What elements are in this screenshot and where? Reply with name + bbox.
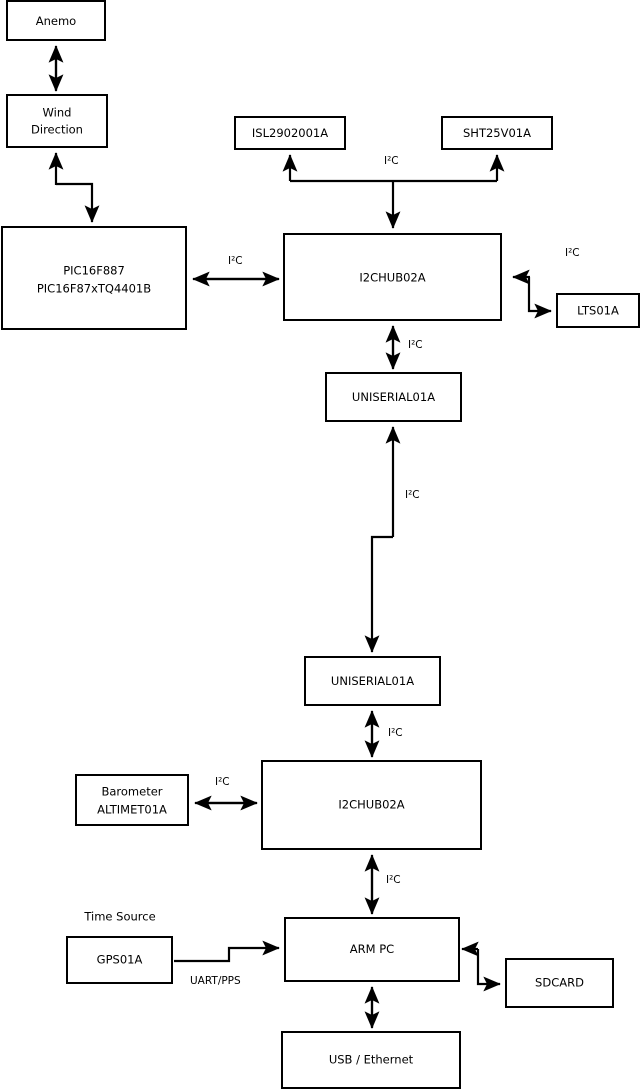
free-label-layer: Time Source bbox=[83, 910, 155, 924]
node-pic-label-line1: PIC16F887 bbox=[63, 264, 125, 278]
edge-arrow-right-lts bbox=[527, 277, 552, 319]
node-usb-ethernet-box[interactable] bbox=[281, 1031, 461, 1089]
node-anemo-box[interactable] bbox=[6, 0, 106, 41]
node-lts01a-label: LTS01A bbox=[577, 304, 619, 318]
edge-hubtop-lts bbox=[512, 269, 552, 319]
edge-label-layer: I²C I²C I²C I²C I²C I²C I²C I²C UART/PPS bbox=[190, 155, 580, 987]
node-isl2902001a[interactable]: ISL2902001A bbox=[234, 116, 346, 150]
node-sdcard-label: SDCARD bbox=[535, 976, 584, 990]
node-sht25v01a-box[interactable] bbox=[441, 116, 553, 150]
node-wind-direction-label-line2: Direction bbox=[31, 123, 83, 137]
edge-label-uniup-unidn: I²C bbox=[405, 489, 420, 501]
node-sht25v01a[interactable]: SHT25V01A bbox=[441, 116, 553, 150]
edge-label-hubtop-uniup: I²C bbox=[408, 339, 423, 351]
edge-label-hubbottom-armpc: I²C bbox=[386, 874, 401, 886]
edge-label-hubtop-lts: I²C bbox=[565, 247, 580, 259]
node-i2chub02a-bottom-box[interactable] bbox=[261, 760, 482, 850]
edge-label-unidn-hubbottom: I²C bbox=[388, 727, 403, 739]
label-time-source: Time Source bbox=[83, 910, 155, 924]
node-sdcard-box[interactable] bbox=[505, 958, 614, 1008]
node-uniserial01a-lower-box[interactable] bbox=[304, 656, 441, 706]
node-i2chub02a-bottom[interactable]: I2CHUB02A bbox=[261, 760, 482, 850]
node-wind-direction-label-line1: Wind bbox=[43, 106, 72, 120]
node-anemo[interactable]: Anemo bbox=[6, 0, 106, 41]
edge-armpc-sdcard bbox=[461, 941, 501, 992]
node-uniserial01a-lower[interactable]: UNISERIAL01A bbox=[304, 656, 441, 706]
edge-hubtop-sensors bbox=[282, 154, 505, 229]
node-sdcard[interactable]: SDCARD bbox=[505, 958, 614, 1008]
node-barometer-label-line2: ALTIMET01A bbox=[97, 803, 167, 817]
edge-arrow-right bbox=[174, 940, 280, 963]
node-wind-direction-box[interactable] bbox=[6, 94, 108, 148]
node-pic-box[interactable] bbox=[1, 226, 187, 330]
node-usb-ethernet-label: USB / Ethernet bbox=[329, 1053, 414, 1067]
node-anemo-label: Anemo bbox=[36, 14, 76, 28]
node-uniserial01a-upper-box[interactable] bbox=[325, 372, 462, 422]
edge-label-gps-armpc: UART/PPS bbox=[190, 975, 241, 987]
node-pic-label-line2: PIC16F87xTQ4401B bbox=[37, 282, 151, 296]
node-barometer-box[interactable] bbox=[75, 774, 189, 826]
node-uniserial01a-upper[interactable]: UNISERIAL01A bbox=[325, 372, 462, 422]
node-arm-pc-label: ARM PC bbox=[350, 942, 394, 956]
node-i2chub02a-top-label: I2CHUB02A bbox=[359, 271, 425, 285]
edge-label-pic-hubtop: I²C bbox=[228, 255, 243, 267]
node-arm-pc-box[interactable] bbox=[284, 917, 460, 982]
node-wind-direction[interactable]: Wind Direction bbox=[6, 94, 108, 148]
node-uniserial01a-upper-label: UNISERIAL01A bbox=[352, 390, 435, 404]
edge-arrow-down bbox=[364, 535, 393, 653]
node-gps01a-label: GPS01A bbox=[97, 953, 143, 967]
node-usb-ethernet[interactable]: USB / Ethernet bbox=[281, 1031, 461, 1089]
node-gps01a[interactable]: GPS01A bbox=[66, 936, 173, 984]
node-isl2902001a-box[interactable] bbox=[234, 116, 346, 150]
node-i2chub02a-top-box[interactable] bbox=[283, 233, 502, 321]
edge-arrow-right-sdcard bbox=[476, 949, 501, 992]
node-gps01a-box[interactable] bbox=[66, 936, 173, 984]
node-sht25v01a-label: SHT25V01A bbox=[463, 126, 531, 140]
edge-wind-pic bbox=[48, 152, 100, 223]
edge-uniup-unidn bbox=[364, 426, 401, 653]
node-i2chub02a-bottom-label: I2CHUB02A bbox=[338, 798, 404, 812]
edge-arrow-down bbox=[56, 182, 100, 223]
edge-gps-armpc bbox=[174, 940, 280, 963]
node-lts01a[interactable]: LTS01A bbox=[556, 293, 640, 328]
node-barometer[interactable]: Barometer ALTIMET01A bbox=[75, 774, 189, 826]
node-pic[interactable]: PIC16F887 PIC16F87xTQ4401B bbox=[1, 226, 187, 330]
node-arm-pc[interactable]: ARM PC bbox=[284, 917, 460, 982]
edge-layer bbox=[48, 45, 552, 1029]
node-lts01a-box[interactable] bbox=[556, 293, 640, 328]
edge-label-barometer-hubbottom: I²C bbox=[215, 776, 230, 788]
node-i2chub02a-top[interactable]: I2CHUB02A bbox=[283, 233, 502, 321]
node-uniserial01a-lower-label: UNISERIAL01A bbox=[331, 674, 414, 688]
node-isl2902001a-label: ISL2902001A bbox=[252, 126, 328, 140]
node-barometer-label-line1: Barometer bbox=[101, 785, 162, 799]
edge-label-hubtop-sensors: I²C bbox=[384, 155, 399, 167]
